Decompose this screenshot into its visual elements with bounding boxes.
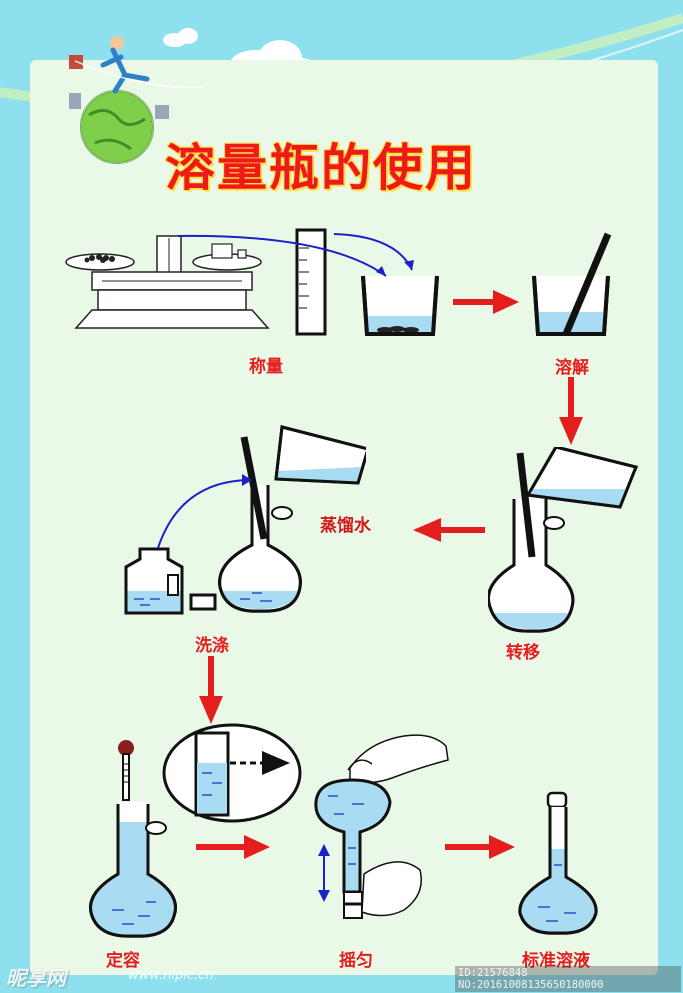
label-wash: 洗涤 bbox=[195, 636, 229, 656]
label-dissolve: 溶解 bbox=[555, 358, 589, 378]
label-weigh: 称量 bbox=[249, 357, 283, 377]
right-arrow-3-icon bbox=[445, 835, 515, 859]
weighing-scale-icon bbox=[65, 235, 270, 329]
beaker-with-solid-icon bbox=[361, 275, 439, 336]
reagent-bottle-icon bbox=[124, 547, 184, 615]
label-shake: 摇匀 bbox=[339, 951, 373, 971]
watermark-site: 昵享网 bbox=[6, 966, 66, 990]
right-arrow-2-icon bbox=[196, 835, 270, 859]
stopper-icon bbox=[189, 593, 217, 611]
wash-flask-icon bbox=[218, 425, 366, 613]
shake-hands-flask-icon bbox=[314, 734, 449, 919]
down-arrow-2-icon bbox=[199, 656, 223, 724]
volumetric-flask-icon bbox=[518, 791, 598, 935]
down-arrow-icon bbox=[559, 377, 583, 445]
right-arrow-icon bbox=[453, 290, 519, 314]
watermark-id: ID:21576848 NO:20161008135650180000 bbox=[455, 966, 681, 992]
left-arrow-icon bbox=[413, 518, 485, 542]
magnified-meniscus-icon bbox=[162, 723, 302, 823]
label-transfer: 转移 bbox=[506, 643, 540, 663]
page-title: 溶量瓶的使用 bbox=[165, 139, 477, 197]
label-distilled-water: 蒸馏水 bbox=[320, 516, 371, 536]
water-curve-arrow bbox=[157, 474, 252, 549]
transfer-flask-icon bbox=[488, 447, 639, 633]
label-standard-solution: 标准溶液 bbox=[522, 951, 590, 971]
globe-runner-icon bbox=[69, 36, 206, 164]
curved-transfer-arrows bbox=[177, 233, 414, 277]
label-fix-volume: 定容 bbox=[106, 951, 140, 971]
dropper-flask-icon bbox=[89, 740, 177, 938]
beaker-with-rod-icon bbox=[532, 232, 612, 336]
watermark-url: www.nipic.cn bbox=[128, 968, 214, 983]
